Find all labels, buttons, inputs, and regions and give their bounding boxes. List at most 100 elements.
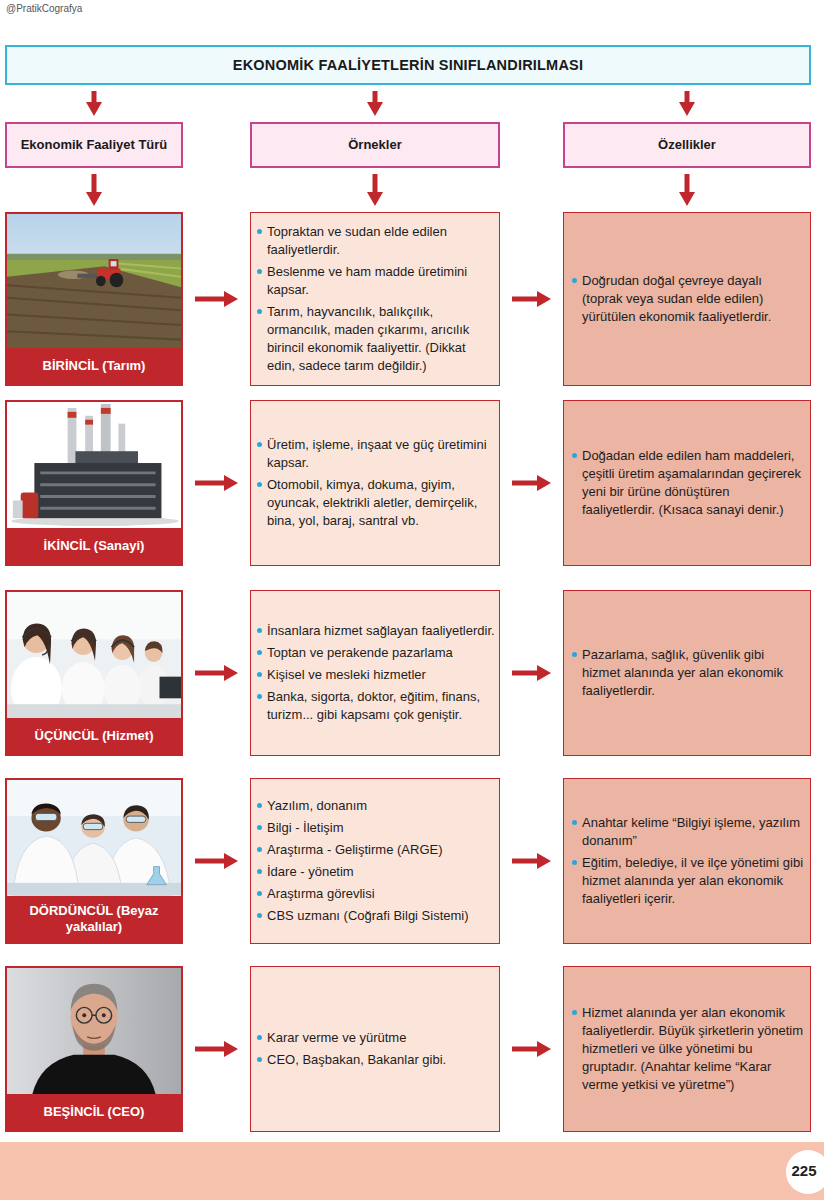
illustration-part — [7, 704, 181, 718]
card-label-band: ÜÇÜNCÜL (Hizmet) — [7, 718, 181, 754]
flow-arrow — [512, 671, 537, 676]
examples-box: İnsanlara hizmet sağlayan faaliyetlerdir… — [250, 590, 500, 756]
flow-arrow — [195, 671, 224, 676]
bullet-dot — [572, 1010, 577, 1015]
bullet-item: Kişisel ve mesleki hizmetler — [257, 666, 495, 684]
illustration-part — [7, 780, 181, 816]
flow-arrow — [512, 859, 537, 864]
bullet-dot — [257, 628, 262, 633]
bullet-dot — [257, 891, 262, 896]
bullet-text: CEO, Başbakan, Bakanlar gibi. — [267, 1051, 495, 1069]
call-center-illustration — [7, 592, 181, 720]
illustration-part — [159, 677, 181, 699]
bullet-item: Beslenme ve ham madde üretimini kapsar. — [257, 263, 495, 299]
bullet-text: Doğadan elde edilen ham maddeleri, çeşit… — [582, 447, 804, 519]
bullet-text: Pazarlama, sağlık, güvenlik gibi hizmet … — [582, 646, 804, 700]
flow-arrow — [92, 174, 97, 192]
title-text: EKONOMİK FAALİYETLERİN SINIFLANDIRILMASI — [233, 57, 583, 73]
bullet-item: Yazılım, donanım — [257, 797, 495, 815]
bullet-text: Hizmet alanında yer alan ekonomik faaliy… — [582, 1004, 804, 1094]
illustration-part — [7, 266, 181, 348]
bullet-dot — [572, 652, 577, 657]
bullet-dot — [257, 442, 262, 447]
examples-box: Topraktan ve sudan elde edilen faaliyetl… — [250, 212, 500, 386]
illustration-part — [109, 259, 119, 269]
bullet-dot — [572, 820, 577, 825]
features-box: Doğrudan doğal çevreye dayalı (toprak ve… — [563, 212, 811, 386]
column-header: Örnekler — [250, 122, 500, 168]
bullet-text: Otomobil, kimya, dokuma, giyim, oyuncak,… — [267, 476, 495, 530]
illustration-part — [21, 493, 39, 519]
bullet-text: İdare - yönetim — [267, 863, 495, 881]
bullet-item: Bilgi - İletişim — [257, 819, 495, 837]
activity-type-name: İKİNCİL (Sanayi) — [44, 538, 145, 554]
illustration-part — [32, 1055, 155, 1094]
title-box: EKONOMİK FAALİYETLERİN SINIFLANDIRILMASI — [5, 45, 811, 85]
bullet-dot — [257, 869, 262, 874]
illustration-part — [92, 1015, 96, 1016]
footer-band — [0, 1142, 824, 1200]
bullet-item: Tarım, hayvancılık, balıkçılık, ormancıl… — [257, 303, 495, 375]
illustration-part — [7, 402, 181, 528]
flow-arrow — [373, 174, 378, 192]
bullet-item: Doğrudan doğal çevreye dayalı (toprak ve… — [572, 272, 804, 326]
flow-arrow — [512, 297, 537, 302]
bullet-dot — [257, 847, 262, 852]
illustration-part — [101, 408, 111, 414]
portrait-illustration — [7, 968, 181, 1094]
card-label-band: BİRİNCİL (Tarım) — [7, 348, 181, 384]
bullet-item: İdare - yönetim — [257, 863, 495, 881]
illustration-part — [110, 273, 124, 288]
illustration-part — [7, 285, 181, 339]
bullet-item: Araştırma - Geliştirme (ARGE) — [257, 841, 495, 859]
flow-arrow — [685, 174, 690, 192]
illustration-part — [35, 813, 57, 820]
bullet-item: Otomobil, kimya, dokuma, giyim, oyuncak,… — [257, 476, 495, 530]
illustration-part — [7, 968, 181, 1094]
illustration-part — [7, 254, 181, 261]
flow-arrow — [195, 1047, 224, 1052]
illustration-part — [31, 803, 60, 814]
illustration-part — [7, 260, 181, 348]
activity-type-card: İKİNCİL (Sanayi) — [5, 400, 183, 566]
bullet-item: Karar verme ve yürütme — [257, 1029, 495, 1047]
bullet-item: Topraktan ve sudan elde edilen faaliyetl… — [257, 223, 495, 259]
illustration-part — [31, 804, 60, 831]
illustration-part — [40, 473, 155, 508]
illustration-part — [77, 274, 97, 278]
bullet-text: Tarım, hayvancılık, balıkçılık, ormancıl… — [267, 303, 495, 375]
bullet-dot — [572, 860, 577, 865]
bullet-text: Doğrudan doğal çevreye dayalı (toprak ve… — [582, 272, 804, 326]
illustration-part — [112, 640, 134, 647]
bullet-item: Hizmet alanında yer alan ekonomik faaliy… — [572, 1004, 804, 1094]
illustration-part — [82, 1013, 86, 1017]
bullet-dot — [257, 825, 262, 830]
flow-arrow — [512, 1047, 537, 1052]
examples-box: Yazılım, donanımBilgi - İletişimAraştırm… — [250, 778, 500, 944]
illustration-part — [85, 420, 93, 425]
examples-box: Karar verme ve yürütmeCEO, Başbakan, Bak… — [250, 966, 500, 1132]
illustration-part — [72, 633, 96, 641]
bullet-item: CBS uzmanı (Coğrafi Bilgi Sistemi) — [257, 907, 495, 925]
activity-type-name: BİRİNCİL (Tarım) — [43, 358, 146, 374]
activity-type-card: BEŞİNCİL (CEO) — [5, 966, 183, 1132]
card-label-band: DÖRDÜNCÜL (Beyaz yakalılar) — [7, 896, 181, 943]
header-text: Özellikler — [658, 137, 716, 154]
bullet-dot — [257, 803, 262, 808]
illustration-part — [34, 463, 161, 518]
bullet-dot — [257, 229, 262, 234]
laboratory-illustration — [7, 780, 181, 896]
illustration-part — [96, 276, 106, 286]
bullet-dot — [257, 650, 262, 655]
activity-type-card: ÜÇÜNCÜL (Hizmet) — [5, 590, 183, 756]
illustration-part — [76, 1007, 92, 1023]
bullet-dot — [257, 694, 262, 699]
flow-arrow — [195, 481, 224, 486]
bullet-item: Pazarlama, sağlık, güvenlik gibi hizmet … — [572, 646, 804, 700]
activity-type-card: DÖRDÜNCÜL (Beyaz yakalılar) — [5, 778, 183, 944]
features-box: Doğadan elde edilen ham maddeleri, çeşit… — [563, 400, 811, 566]
bullet-text: Topraktan ve sudan elde edilen faaliyetl… — [267, 223, 495, 259]
illustration-part — [72, 1025, 115, 1051]
illustration-part — [71, 984, 118, 1012]
